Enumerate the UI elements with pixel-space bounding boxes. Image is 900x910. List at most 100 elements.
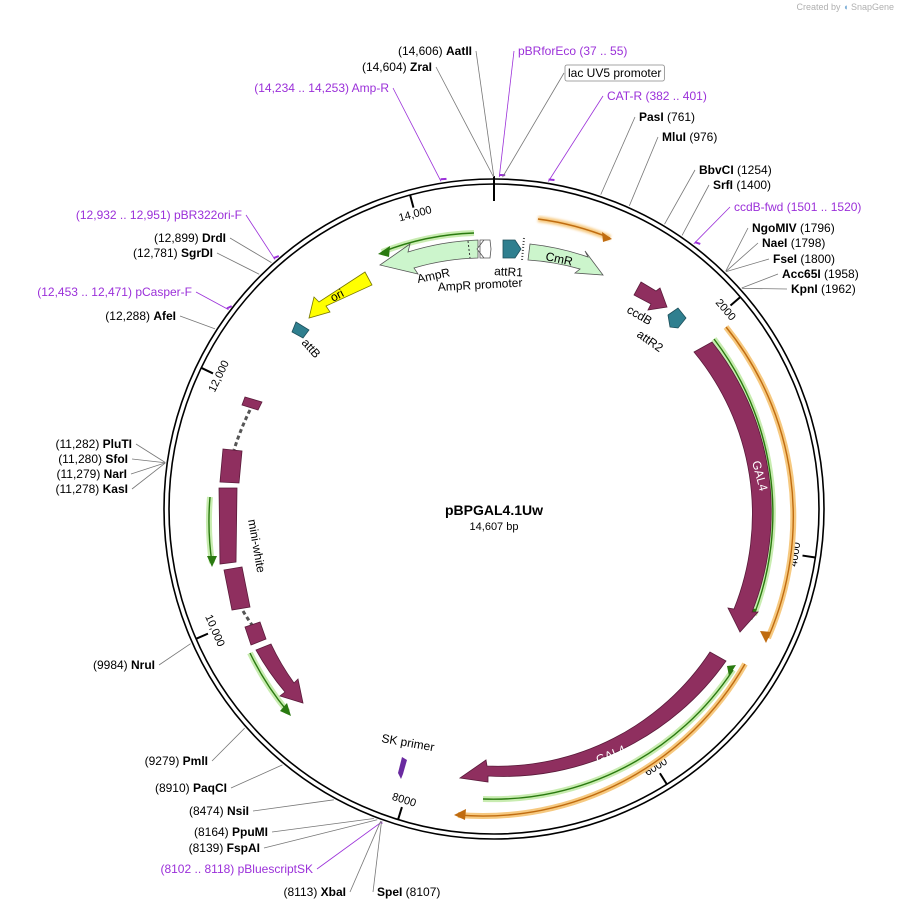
ruler-tick <box>802 554 816 559</box>
ruler-label: 10,000 <box>202 613 226 649</box>
site-leader-line <box>130 462 166 475</box>
site-leader-line <box>230 764 283 789</box>
feature-attr1[interactable] <box>502 239 522 259</box>
feature-ampr-divider <box>467 240 471 259</box>
site-label-bbvci[interactable]: BbvCI (1254) <box>699 163 772 177</box>
ruler-label: 14,000 <box>397 204 433 224</box>
site-label-acc65i[interactable]: Acc65I (1958) <box>782 267 859 281</box>
site-label-pasi[interactable]: PasI (761) <box>639 110 695 124</box>
site-leader-line <box>135 443 166 463</box>
site-label-mlui[interactable]: MluI (976) <box>662 130 717 144</box>
site-label-pmli[interactable]: (9279) PmlI <box>145 754 208 768</box>
site-label-amp-r[interactable]: (14,234 .. 14,253) Amp-R <box>254 81 389 95</box>
label-ampr: AmpR <box>416 265 452 286</box>
feature-mini-white-5[interactable] <box>244 621 267 646</box>
site-annotations: (14,606) AatII (14,604) ZraI (14,234 .. 14… <box>37 44 861 899</box>
orf-arrow-top <box>602 232 612 242</box>
features <box>218 237 772 783</box>
credit-prefix: Created by <box>796 2 841 12</box>
site-label-aatii[interactable]: (14,606) AatII <box>398 44 472 58</box>
site-leader-line <box>216 252 260 275</box>
site-label-drdi[interactable]: (12,899) DrdI <box>154 231 226 245</box>
feature-mini-white-6[interactable] <box>255 643 304 704</box>
site-leader-line <box>475 50 495 178</box>
feature-mini-white-3[interactable] <box>218 487 238 565</box>
label-sk-primer: SK primer <box>380 731 435 754</box>
ruler-tick <box>409 194 415 208</box>
site-leader-line <box>131 458 166 464</box>
site-label-pbrforeco[interactable]: pBRforEco (37 .. 55) <box>518 44 627 58</box>
site-leader-line <box>158 643 191 666</box>
site-label-pluti[interactable]: (11,282) PluTI <box>56 437 132 451</box>
orf-arc-top <box>537 216 612 241</box>
site-label-ppumi[interactable]: (8164) PpuMI <box>194 825 268 839</box>
ruler-label: 8000 <box>391 791 418 810</box>
site-leader-line <box>628 136 659 206</box>
site-leader-line <box>349 820 382 893</box>
site-label-nari[interactable]: (11,279) NarI <box>57 467 127 481</box>
site-label-zrai[interactable]: (14,604) ZraI <box>362 60 432 74</box>
orf-arc-right-2-line <box>457 663 746 817</box>
ruler-label: 12,000 <box>206 359 231 395</box>
ruler-tick <box>195 632 209 640</box>
orf-arrow-mw-2 <box>280 703 291 716</box>
site-label-ccdb-fwd[interactable]: ccdB-fwd (1501 .. 1520) <box>734 200 861 214</box>
feature-mini-white-4[interactable] <box>223 566 251 611</box>
site-label-pbr322ori-f[interactable]: (12,932 .. 12,951) pBR322ori-F <box>76 208 242 222</box>
site-label-pcasper-f[interactable]: (12,453 .. 12,471) pCasper-F <box>37 285 192 299</box>
site-leader-line <box>372 821 382 893</box>
label-attb: attB <box>299 336 324 361</box>
site-label-paqci[interactable]: (8910) PaqCI <box>155 781 227 795</box>
feature-sk-primer[interactable] <box>398 757 407 779</box>
site-label-fspai[interactable]: (8139) FspAI <box>189 841 260 855</box>
site-label-cat-r[interactable]: CAT-R (382 .. 401) <box>607 89 707 103</box>
feature-ori[interactable] <box>308 271 373 319</box>
site-label-nsii[interactable]: (8474) NsiI <box>189 804 249 818</box>
feature-gal4-2[interactable] <box>458 651 727 783</box>
site-leader-line <box>681 184 710 236</box>
site-leader-line <box>664 169 696 225</box>
site-label-kasi[interactable]: (11,278) KasI <box>56 482 129 496</box>
site-label-kpni[interactable]: KpnI (1962) <box>791 282 856 296</box>
site-leader-line <box>693 206 731 245</box>
site-label-lac-uv5-promoter[interactable]: lac UV5 promoter <box>568 66 661 80</box>
site-label-pbluescriptsk[interactable]: (8102 .. 8118) pBluescriptSK <box>160 862 313 876</box>
feature-gal4-1[interactable] <box>693 341 772 633</box>
label-ampr-promoter: AmpR promoter <box>437 276 522 294</box>
feature-lacuv5-mark <box>521 237 525 261</box>
site-label-srfi[interactable]: SrfI (1400) <box>713 178 771 192</box>
feature-mini-white-dash-1 <box>232 409 252 451</box>
site-label-fsei[interactable]: FseI (1800) <box>773 252 835 266</box>
primer-mark <box>694 241 701 245</box>
site-leader-line <box>179 315 216 330</box>
site-label-nrui[interactable]: (9984) NruI <box>93 658 155 672</box>
orf-arc-right-green-2-line <box>482 669 734 800</box>
site-leader-line <box>263 819 378 849</box>
site-leader-line <box>600 116 636 195</box>
site-leader-line <box>271 818 374 833</box>
feature-ampr[interactable] <box>379 239 479 275</box>
feature-mini-white-2[interactable] <box>219 448 243 484</box>
feature-attb[interactable] <box>291 321 310 339</box>
primer-mark <box>226 305 233 310</box>
label-cmr: CmR <box>544 249 574 268</box>
snapgene-logo-icon: ◖ <box>843 2 849 12</box>
site-label-afei[interactable]: (12,288) AfeI <box>105 309 176 323</box>
feature-attr2[interactable] <box>667 307 687 329</box>
site-label-xbai[interactable]: (8113) XbaI <box>284 885 346 899</box>
site-label-ngomiv[interactable]: NgoMIV (1796) <box>752 221 835 235</box>
site-leader-line <box>742 287 788 290</box>
site-leader-line <box>502 72 565 178</box>
feature-mini-white-1[interactable] <box>241 396 263 411</box>
site-label-naei[interactable]: NaeI (1798) <box>762 236 825 250</box>
orf-arrow-right-green-2 <box>727 665 736 676</box>
site-label-sgrdi[interactable]: (12,781) SgrDI <box>133 246 213 260</box>
plasmid-size: 14,607 bp <box>470 521 519 533</box>
label-mini-white: mini-white <box>245 518 268 574</box>
site-label-sfoi[interactable]: (11,280) SfoI <box>58 452 128 466</box>
feature-cmr[interactable] <box>527 243 604 276</box>
feature-ampr-promoter[interactable] <box>476 239 492 259</box>
site-label-spei[interactable]: SpeI (8107) <box>377 885 440 899</box>
feature-ccdb[interactable] <box>633 281 668 311</box>
